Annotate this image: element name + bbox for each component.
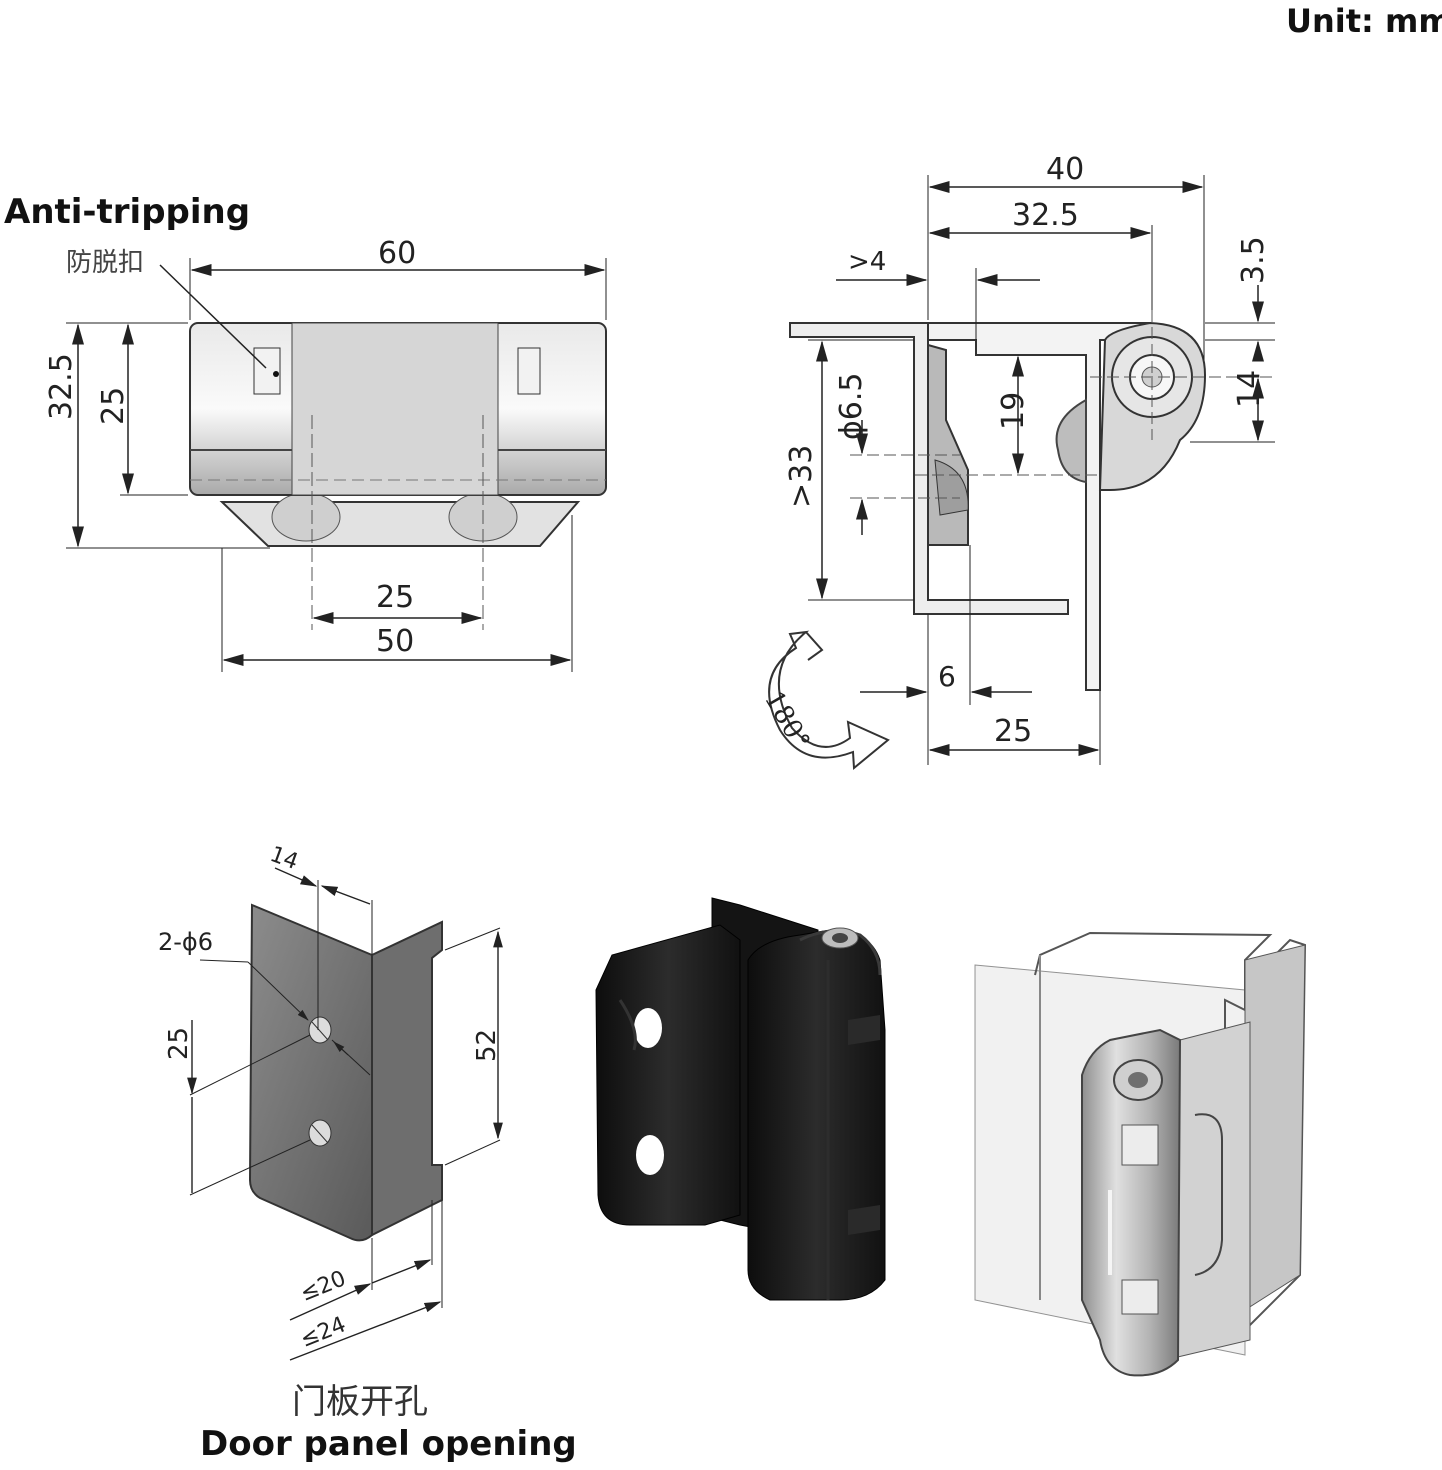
unit-label: Unit: mm [1286,2,1442,40]
dim-60: 60 [378,236,417,271]
dim-6: 6 [938,660,956,693]
anti-tripping-label: Anti-tripping [4,192,251,232]
panel-opening-cn-caption: 门板开孔 [292,1382,428,1422]
dim-25-leaf: 25 [994,714,1033,749]
dim-holes: 2-ϕ6 [158,928,214,956]
dim-50: 50 [376,624,415,659]
dim-gap-min: >4 [848,247,887,277]
panel-opening-caption: Door panel opening [200,1424,577,1464]
anti-tripping-cn-label: 防脱扣 [66,248,145,278]
dim-32-5-side: 32.5 [1012,198,1079,233]
dim-40: 40 [1046,152,1085,187]
dim-25-hole-spacing: 25 [376,580,415,615]
